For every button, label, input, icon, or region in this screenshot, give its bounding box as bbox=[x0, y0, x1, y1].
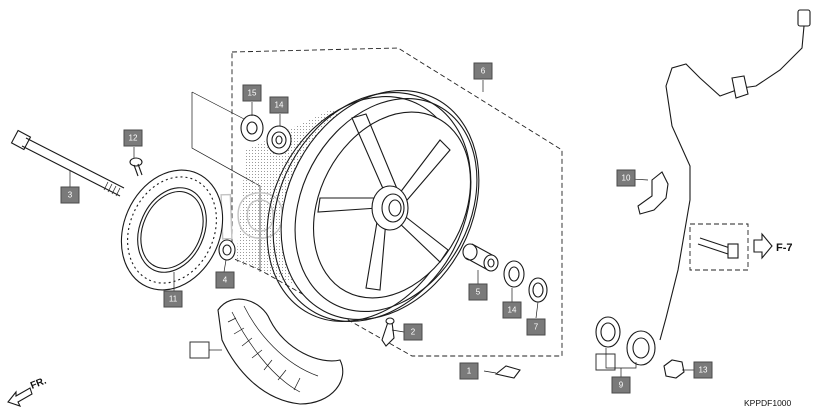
pulser-ring bbox=[595, 316, 656, 366]
svg-text:4: 4 bbox=[223, 276, 228, 285]
axle-nut bbox=[663, 359, 685, 379]
svg-text:14: 14 bbox=[508, 306, 517, 315]
callout-14-left: 14 bbox=[269, 96, 289, 114]
svg-text:2: 2 bbox=[411, 328, 416, 337]
svg-text:5: 5 bbox=[476, 288, 481, 297]
pulser-callout-blank bbox=[595, 353, 616, 371]
svg-text:15: 15 bbox=[248, 89, 257, 98]
callout-7: 7 bbox=[526, 318, 546, 336]
svg-text:9: 9 bbox=[619, 381, 624, 390]
callout-15: 15 bbox=[242, 84, 262, 102]
front-axle bbox=[10, 129, 125, 197]
callout-9: 9 bbox=[611, 376, 631, 394]
svg-text:14: 14 bbox=[275, 101, 284, 110]
sensor-harness bbox=[637, 9, 811, 341]
callout-3: 3 bbox=[60, 186, 80, 204]
bearing-14-left bbox=[266, 125, 292, 155]
ref-label: F-7 bbox=[776, 242, 793, 254]
ref-box bbox=[689, 223, 749, 271]
brake-disc bbox=[120, 169, 224, 291]
svg-text:6: 6 bbox=[481, 67, 486, 76]
callout-11: 11 bbox=[163, 290, 183, 308]
fr-label: FR. bbox=[29, 375, 48, 391]
bearing-14-right bbox=[503, 260, 525, 288]
svg-text:13: 13 bbox=[699, 366, 708, 375]
callout-14-right: 14 bbox=[502, 301, 522, 319]
dust-seal bbox=[528, 277, 548, 303]
bearing-15 bbox=[240, 114, 264, 142]
svg-text:3: 3 bbox=[68, 191, 73, 200]
callout-5: 5 bbox=[468, 283, 488, 301]
diagram-code: KPPDF1000 bbox=[744, 398, 792, 408]
callout-4: 4 bbox=[215, 271, 235, 289]
callout-6: 6 bbox=[473, 62, 493, 80]
svg-text:11: 11 bbox=[169, 295, 178, 304]
svg-text:1: 1 bbox=[467, 367, 472, 376]
disc-bolt bbox=[129, 157, 143, 177]
ref-bolt bbox=[697, 237, 739, 259]
svg-text:7: 7 bbox=[534, 323, 539, 332]
svg-text:10: 10 bbox=[622, 174, 631, 183]
svg-text:12: 12 bbox=[129, 134, 138, 143]
callout-10: 10 bbox=[616, 169, 636, 187]
callout-13: 13 bbox=[693, 361, 713, 379]
fr-arrow bbox=[7, 387, 33, 407]
side-collar bbox=[218, 239, 236, 261]
cast-wheel bbox=[266, 90, 480, 322]
ref-arrow bbox=[753, 232, 773, 260]
tire-callout-blank bbox=[189, 341, 210, 359]
callout-2: 2 bbox=[403, 323, 423, 341]
clip-1 bbox=[494, 365, 521, 379]
callout-1: 1 bbox=[459, 362, 479, 380]
tire-valve bbox=[381, 317, 395, 347]
distance-collar bbox=[462, 243, 499, 272]
tire bbox=[217, 298, 344, 405]
callout-12: 12 bbox=[123, 129, 143, 147]
